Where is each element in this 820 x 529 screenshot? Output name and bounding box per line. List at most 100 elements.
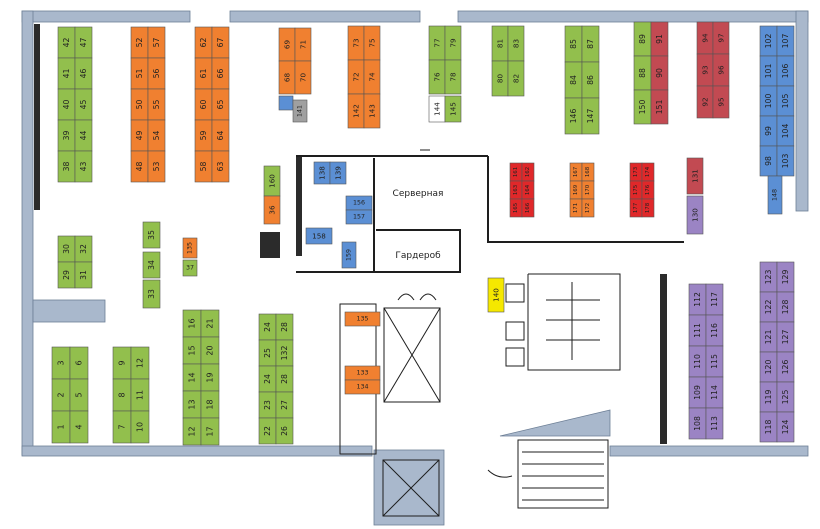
desk-40: 40 xyxy=(57,88,76,121)
desk-26: 26 xyxy=(275,417,294,445)
desk-label: 169 xyxy=(573,184,579,195)
desk-rect xyxy=(147,150,166,183)
desk-label: 172 xyxy=(585,203,591,213)
desk-label: 79 xyxy=(449,38,458,48)
desk-57: 57 xyxy=(147,26,166,59)
desk-170: 170 xyxy=(581,180,595,200)
desk-133: 133 xyxy=(344,365,381,381)
desk-label: 61 xyxy=(199,69,208,79)
desk-label: 158 xyxy=(312,232,326,241)
desk-rect xyxy=(182,237,198,259)
desk-92: 92 xyxy=(696,85,714,119)
desk-161: 161 xyxy=(509,162,523,182)
desk-rect xyxy=(344,379,381,395)
desk-rect xyxy=(521,198,535,218)
desk-label: 124 xyxy=(781,420,790,435)
desk-114: 114 xyxy=(705,376,724,409)
desk-1: 1 xyxy=(51,410,71,444)
desk-96: 96 xyxy=(712,53,730,87)
desk-14: 14 xyxy=(182,363,202,392)
desk-label: 120 xyxy=(764,360,773,375)
desk-63: 63 xyxy=(211,150,230,183)
desk-73: 73 xyxy=(347,25,365,61)
desk-label: 173 xyxy=(633,167,639,177)
desk-label: 162 xyxy=(525,167,531,177)
desk-label: 161 xyxy=(513,167,519,177)
desk-115: 115 xyxy=(705,345,724,378)
desk-16: 16 xyxy=(182,309,202,338)
desk-label: 128 xyxy=(781,300,790,315)
desk-107: 107 xyxy=(776,25,795,57)
desk-label: 46 xyxy=(79,69,88,79)
desk-rect xyxy=(69,410,89,444)
desk-143: 143 xyxy=(363,93,381,129)
desk-145: 145 xyxy=(444,95,462,123)
desk-139: 139 xyxy=(329,161,347,185)
desk-label: 167 xyxy=(573,167,579,177)
desk-55: 55 xyxy=(147,88,166,121)
desk-label: 23 xyxy=(263,400,272,410)
desk-label: 156 xyxy=(353,200,365,207)
desk-label: 112 xyxy=(693,292,702,307)
desk-81: 81 xyxy=(491,25,509,62)
desk-label: 121 xyxy=(764,330,773,345)
desk-53: 53 xyxy=(147,150,166,183)
desk-22: 22 xyxy=(258,417,277,445)
desk-44: 44 xyxy=(74,119,93,152)
desk-label: 22 xyxy=(263,426,272,436)
desk-rect xyxy=(142,279,161,309)
desk-label: 138 xyxy=(318,166,327,180)
desk-label: 93 xyxy=(701,65,710,74)
desk-label: 111 xyxy=(693,323,702,338)
desk-label: 77 xyxy=(433,38,442,47)
desk-label: 160 xyxy=(268,174,277,188)
desk-24: 24 xyxy=(258,365,277,393)
desk-label: 108 xyxy=(693,416,702,431)
desk-42: 42 xyxy=(57,26,76,59)
desk-rect xyxy=(776,145,795,177)
desk-162: 162 xyxy=(521,162,535,182)
desk-label: 72 xyxy=(352,72,361,81)
desk-label: 9 xyxy=(118,360,127,365)
desk-24: 24 xyxy=(258,313,277,341)
desk-86: 86 xyxy=(581,61,600,99)
desk-36: 36 xyxy=(263,195,281,225)
desk-76: 76 xyxy=(428,59,446,95)
desk-126: 126 xyxy=(776,351,795,383)
desk-rect xyxy=(130,410,150,444)
desk-rect xyxy=(74,261,93,289)
desk-rect xyxy=(263,195,281,225)
desk-label: 39 xyxy=(62,131,71,141)
desk-label: 5 xyxy=(75,392,84,397)
desk-12: 12 xyxy=(182,417,202,446)
desk-62: 62 xyxy=(194,26,213,59)
desk-83: 83 xyxy=(507,25,525,62)
desk-label: 109 xyxy=(693,385,702,400)
desk-rect xyxy=(444,95,462,123)
desk-135: 135 xyxy=(344,311,381,327)
desk-label: 86 xyxy=(586,75,595,85)
desk-134: 134 xyxy=(344,379,381,395)
desk-77: 77 xyxy=(428,25,446,61)
desk-label: 56 xyxy=(152,69,161,79)
desk-label: 64 xyxy=(216,131,225,141)
room-label-server: Серверная xyxy=(393,189,444,199)
desk-70: 70 xyxy=(294,60,312,95)
desk-label: 115 xyxy=(710,354,719,369)
desk-84: 84 xyxy=(564,61,583,99)
desk-39: 39 xyxy=(57,119,76,152)
desk-label: 99 xyxy=(764,126,773,136)
desk-rect xyxy=(345,209,373,225)
desk-58: 58 xyxy=(194,150,213,183)
desk-47: 47 xyxy=(74,26,93,59)
desk-97: 97 xyxy=(712,21,730,55)
desk-label: 105 xyxy=(781,94,790,109)
desk-label: 157 xyxy=(353,214,365,221)
desk-89: 89 xyxy=(633,21,652,57)
desk-label: 2 xyxy=(57,392,66,397)
desk-label: 127 xyxy=(781,330,790,345)
desk-80: 80 xyxy=(491,60,509,97)
desk-21: 21 xyxy=(200,309,220,338)
desk-95: 95 xyxy=(712,85,730,119)
desk-label: 70 xyxy=(299,73,308,83)
